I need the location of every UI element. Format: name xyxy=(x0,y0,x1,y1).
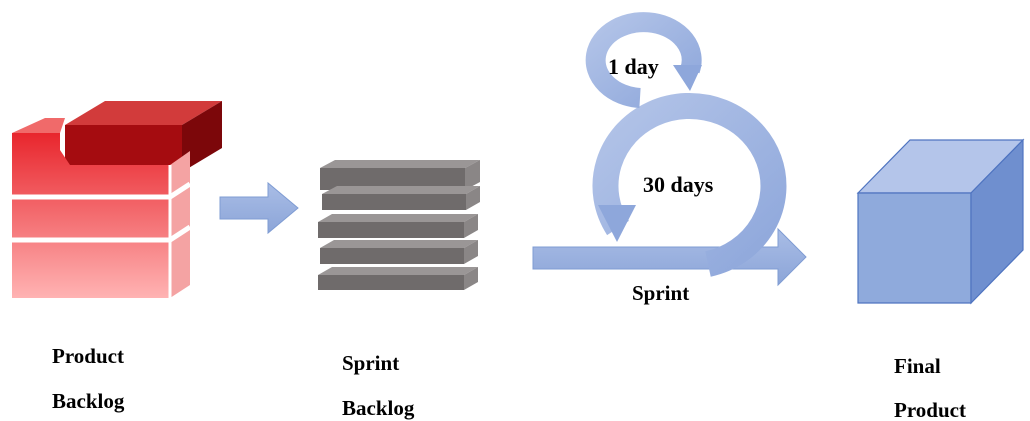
circular-arrow-icon xyxy=(532,12,807,287)
stacked-blocks-icon xyxy=(12,101,222,298)
final-product-label-line2: Product xyxy=(894,398,966,421)
product-backlog-label-line2: Backlog xyxy=(52,389,125,413)
sprint-label: Sprint xyxy=(632,281,690,305)
sprint-arrow xyxy=(532,227,807,287)
daily-cycle-label: 1 day xyxy=(608,54,659,79)
sprint-backlog-label-line2: Backlog xyxy=(342,396,415,420)
product-backlog-label-line1: Product xyxy=(52,344,124,368)
cube-icon xyxy=(856,138,1025,305)
sprint-backlog-label-line1: Sprint xyxy=(342,351,400,375)
stacked-bars-icon xyxy=(318,160,480,290)
sprint-cycle-label: 30 days xyxy=(643,172,714,197)
flow-arrow-1 xyxy=(219,181,299,235)
final-product-label-line1: Final xyxy=(894,354,941,378)
